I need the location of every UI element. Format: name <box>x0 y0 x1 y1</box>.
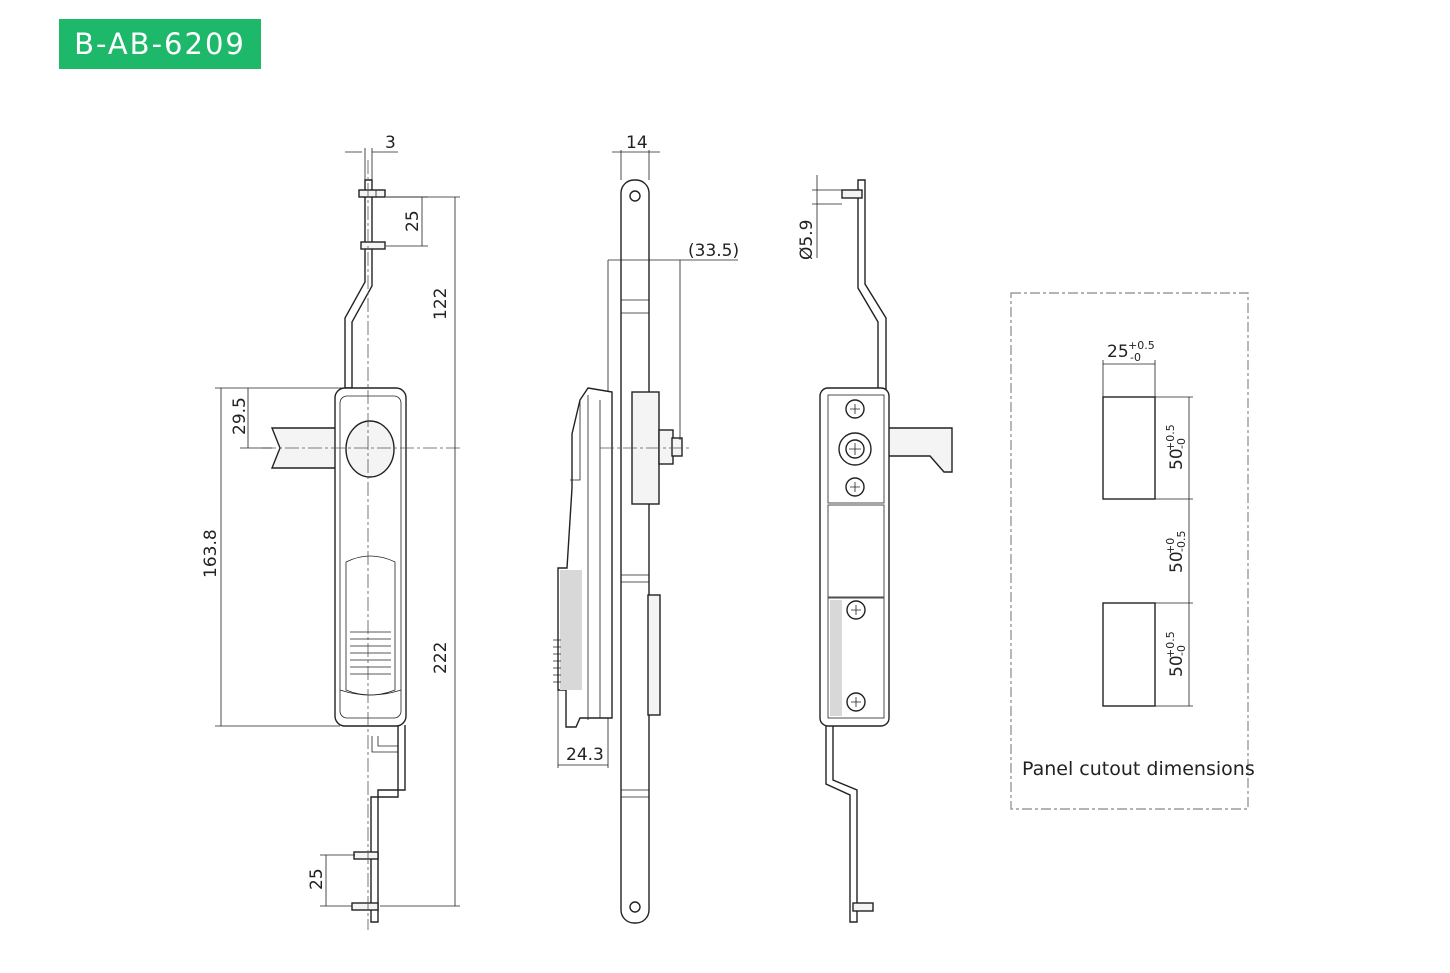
svg-text:+0: +0 <box>1164 538 1177 554</box>
front-rod-lower <box>370 725 406 923</box>
svg-text:-0: -0 <box>1175 645 1188 656</box>
svg-text:+0.5: +0.5 <box>1164 631 1177 658</box>
front-housing <box>334 387 407 727</box>
cutout-slot-top <box>1102 396 1156 500</box>
dim-handle-length: 163.8 <box>201 529 221 578</box>
dim-offset-top: 3 <box>385 133 396 153</box>
part-number-badge: B-AB-6209 <box>59 19 261 69</box>
front-grip-ribs <box>350 631 391 675</box>
front-pin-top-2 <box>360 241 386 250</box>
dim-rod-width: 14 <box>626 133 648 153</box>
cutout-dimension-lines <box>1102 360 1193 707</box>
front-pin-bottom-2 <box>351 902 379 911</box>
dim-pin-pitch-top: 25 <box>403 210 423 232</box>
front-view: 3 25 122 29.5 163.8 222 25 <box>201 133 460 930</box>
front-pin-top <box>358 189 386 198</box>
dim-depth: (33.5) <box>688 241 739 261</box>
front-pin-bottom <box>353 851 379 860</box>
svg-text:50: 50 <box>1167 448 1187 470</box>
front-lock-cylinder <box>345 420 395 478</box>
cutout-caption: Panel cutout dimensions <box>1022 758 1255 780</box>
dim-pin-diameter: Ø5.9 <box>797 220 817 260</box>
cutout-frame <box>1010 292 1249 810</box>
svg-text:25: 25 <box>1107 342 1129 362</box>
svg-text:-0: -0 <box>1175 438 1188 449</box>
rear-rod-upper <box>857 179 887 393</box>
rear-dimension-lines <box>812 175 842 258</box>
dim-overall-upper: 122 <box>431 288 451 320</box>
svg-text:50: 50 <box>1167 551 1187 573</box>
front-dimension-lines <box>215 148 460 907</box>
svg-text:+0.5: +0.5 <box>1164 424 1177 451</box>
cutout-spacing-label: 50 +0 -0.5 <box>1164 531 1188 573</box>
svg-text:-0: -0 <box>1130 351 1141 364</box>
rear-rod-lower <box>825 726 858 923</box>
rear-view: Ø5.9 <box>797 175 953 923</box>
rear-pin-bottom <box>852 902 874 912</box>
svg-text:50: 50 <box>1167 655 1187 677</box>
svg-text:-0.5: -0.5 <box>1175 531 1188 552</box>
dim-handle-depth: 24.3 <box>566 745 604 765</box>
rear-screws <box>838 399 872 712</box>
side-grip-ribs <box>553 639 561 683</box>
cutout-width-label: 25 +0.5 -0 <box>1107 339 1155 364</box>
side-rod <box>620 179 650 924</box>
cutout-slot-bottom <box>1102 602 1156 707</box>
side-screw <box>658 429 674 465</box>
dim-overall-lower: 222 <box>431 642 451 674</box>
rear-pin-top <box>841 189 863 199</box>
side-view: 14 (33.5) 24.3 <box>553 133 739 924</box>
svg-text:+0.5: +0.5 <box>1128 339 1155 352</box>
cutout-slot-height-top-label: 50 +0.5 -0 <box>1164 424 1188 470</box>
panel-cutout: 25 +0.5 -0 50 +0.5 -0 50 +0 -0.5 50 +0.5… <box>1010 292 1255 810</box>
dim-handle-offset: 29.5 <box>230 397 250 435</box>
dim-pin-pitch-bottom: 25 <box>307 868 327 890</box>
cutout-slot-height-bottom-label: 50 +0.5 -0 <box>1164 631 1188 677</box>
side-dimension-lines <box>557 150 738 768</box>
